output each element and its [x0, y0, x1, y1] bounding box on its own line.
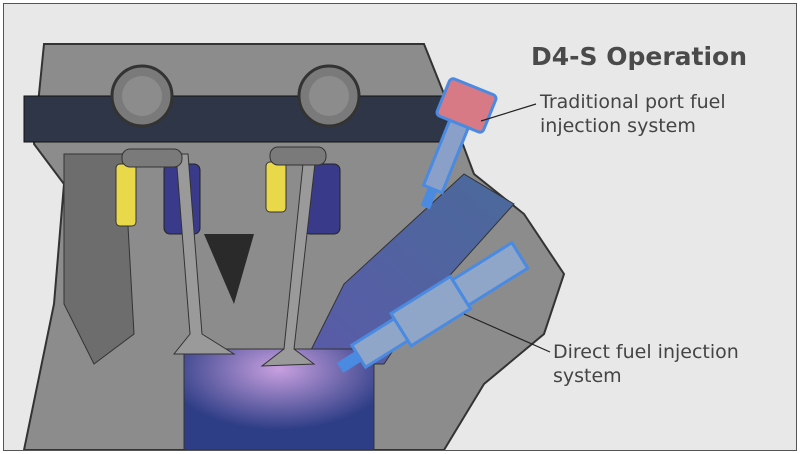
direct-fuel-injector — [336, 240, 530, 373]
intake-port — [303, 173, 515, 365]
port-injector-leader — [480, 103, 537, 122]
combustion-chamber — [183, 348, 375, 450]
port-label-line1: Traditional port fuel — [540, 91, 726, 113]
direct-injection-label: Direct fuel injection system — [553, 340, 739, 388]
direct-label-line1: Direct fuel injection — [553, 341, 739, 363]
direct-injector-leader — [463, 313, 551, 353]
lifter-right — [265, 161, 287, 213]
diagram-frame: D4-S Operation Traditional port fuel inj… — [3, 3, 797, 451]
port-fuel-injector — [420, 77, 498, 210]
intake-valve-left — [172, 153, 236, 355]
diagram-title: D4-S Operation — [531, 42, 748, 71]
engine-cross-section-illustration — [22, 43, 566, 450]
camshaft — [23, 95, 450, 143]
port-injection-label: Traditional port fuel injection system — [540, 90, 726, 138]
direct-label-line2: system — [553, 365, 622, 387]
lifter-left — [115, 163, 137, 227]
port-label-line2: injection system — [540, 115, 696, 137]
